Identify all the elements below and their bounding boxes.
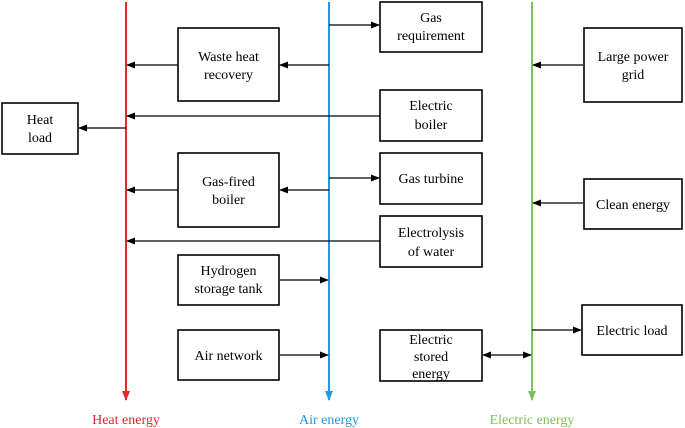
gas-fired-boiler-node: Gas-fired boiler xyxy=(177,152,280,228)
heat-load-label-line1: Heat xyxy=(27,113,54,128)
air-network-node: Air network xyxy=(177,329,280,381)
waste-heat-recovery-node: Waste heat recovery xyxy=(177,27,280,102)
large-power-grid-node: Large power grid xyxy=(583,27,683,103)
electrolysis-of-water-node: Electrolysis of water xyxy=(379,215,483,268)
electric-energy-label: Electric energy xyxy=(490,413,575,428)
electric-boiler-label-line2: boiler xyxy=(415,118,448,133)
gas-requirement-label-line1: Gas xyxy=(420,11,442,26)
electric-load-node: Electric load xyxy=(581,304,683,356)
hydrogen-storage-tank-label-line1: Hydrogen xyxy=(201,264,257,279)
heat-load-label-line2: load xyxy=(28,131,52,146)
waste-heat-recovery-label-line2: recovery xyxy=(204,68,253,83)
air-network-label: Air network xyxy=(194,349,262,364)
electric-stored-energy-label-line1: Electric xyxy=(409,333,453,348)
electric-boiler-label-line1: Electric xyxy=(409,99,453,114)
gas-turbine-label: Gas turbine xyxy=(399,172,464,187)
large-power-grid-label-line1: Large power xyxy=(598,50,669,65)
clean-energy-node: Clean energy xyxy=(583,178,683,230)
electric-load-label: Electric load xyxy=(596,324,667,339)
clean-energy-label: Clean energy xyxy=(596,198,670,213)
air-energy-label: Air energy xyxy=(299,413,359,428)
large-power-grid-label-line2: grid xyxy=(622,68,645,83)
gas-requirement-node: Gas requirement xyxy=(379,1,483,53)
electrolysis-of-water-label-line2: of water xyxy=(408,245,455,260)
heat-energy-label: Heat energy xyxy=(92,413,160,428)
gas-turbine-node: Gas turbine xyxy=(379,152,483,205)
hydrogen-storage-tank-node: Hydrogen storage tank xyxy=(177,254,280,306)
heat-load-node: Heat load xyxy=(1,102,79,155)
hydrogen-storage-tank-label-line2: storage tank xyxy=(194,282,262,297)
waste-heat-recovery-label-line1: Waste heat xyxy=(198,50,259,65)
gas-fired-boiler-label-line2: boiler xyxy=(212,193,245,208)
electric-stored-energy-label-line2: stored xyxy=(414,350,448,365)
electric-stored-energy-node: Electric stored energy xyxy=(379,329,483,382)
gas-fired-boiler-label-line1: Gas-fired xyxy=(202,175,255,190)
electric-stored-energy-label-line3: energy xyxy=(412,367,450,382)
electric-boiler-node: Electric boiler xyxy=(379,89,483,142)
electrolysis-of-water-label-line1: Electrolysis xyxy=(398,226,464,241)
gas-requirement-label-line2: requirement xyxy=(397,29,465,44)
